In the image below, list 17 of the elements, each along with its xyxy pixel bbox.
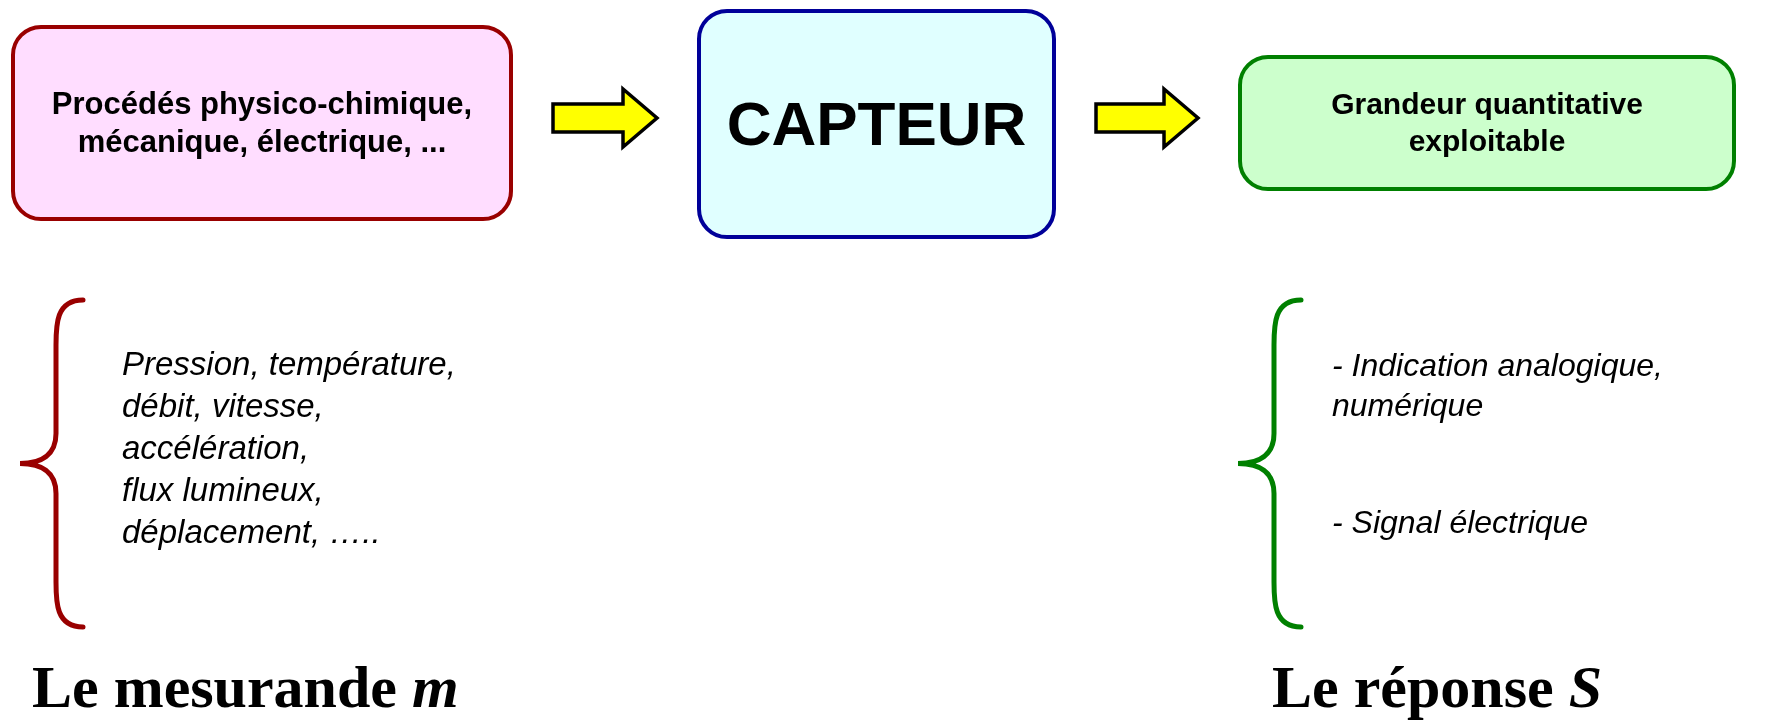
block-arrow [1094, 85, 1201, 151]
block-arrow [551, 85, 660, 151]
list-text: accélération, [122, 428, 310, 468]
caption-heading: Le mesurande m [32, 653, 459, 721]
box-text: Procédés physico-chimique, mécanique, électrique, ... [50, 85, 474, 161]
process-box [1238, 55, 1736, 191]
list-text: déplacement, ….. [122, 512, 381, 552]
process-box [697, 9, 1056, 239]
list-text: débit, vitesse, [122, 386, 324, 426]
caption-heading: Le réponse S [1272, 653, 1602, 721]
list-text: Pression, température, [122, 344, 456, 384]
box-text: CAPTEUR [726, 88, 1027, 161]
process-box [11, 25, 513, 221]
list-text: - Signal électrique [1332, 503, 1589, 542]
list-text: flux lumineux, [122, 470, 324, 510]
list-text: - Indication analogique, numérique [1332, 346, 1664, 425]
box-text: Grandeur quantitative exploitable [1330, 86, 1644, 159]
